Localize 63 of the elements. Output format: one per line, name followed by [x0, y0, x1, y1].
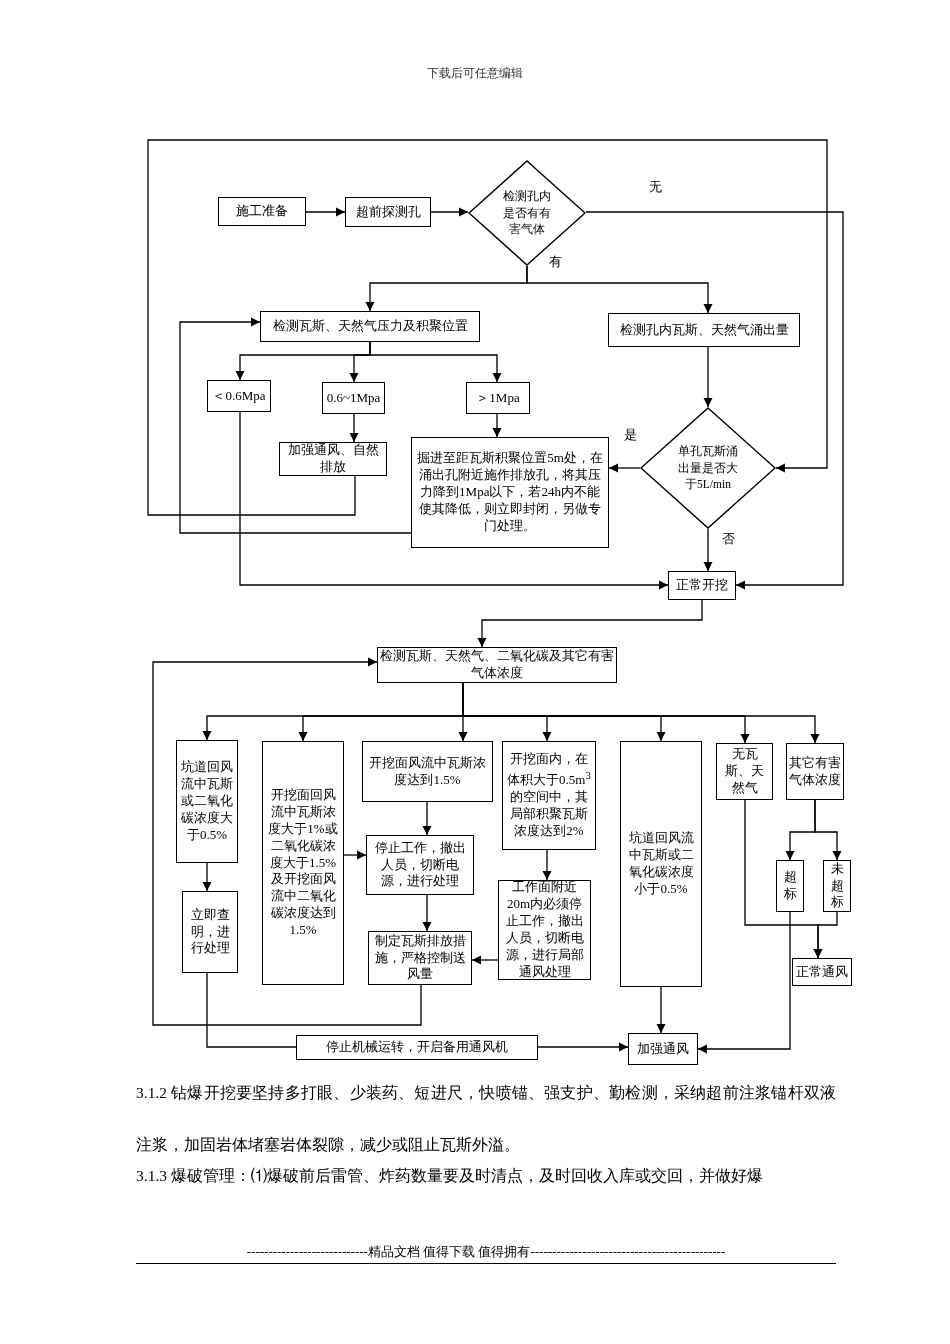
process-box: 加强通风、自然排放 [279, 442, 387, 476]
process-box: 开挖面风流中瓦斯浓度达到1.5% [362, 741, 493, 802]
process-box: 检测孔内瓦斯、天然气涌出量 [608, 313, 800, 347]
arrow [422, 894, 432, 932]
process-box: 制定瓦斯排放措施，严格控制送风量 [368, 931, 472, 985]
process-box: 立即查明，进行处理 [182, 891, 238, 973]
process-box: 其它有害气体浓度 [786, 743, 844, 800]
arrow [147, 139, 828, 516]
edge-label: 无 [647, 178, 664, 196]
arrow [305, 207, 346, 217]
arrow [349, 413, 359, 443]
process-box: 超标 [776, 860, 804, 912]
arrow [608, 463, 641, 473]
body-paragraph: 3.1.3 爆破管理：⑴爆破前后雷管、炸药数量要及时清点，及时回收入库或交回，并做好爆 [136, 1166, 764, 1186]
arrow [814, 799, 842, 861]
process-box: 停止机械运转，开启备用通风机 [296, 1035, 538, 1060]
arrow [152, 657, 422, 1026]
edge-label: 否 [720, 530, 737, 548]
arrow [369, 341, 502, 383]
process-box: 坑道回风流中瓦斯或二氧化碳浓度小于0.5% [620, 741, 702, 987]
arrow [343, 850, 367, 860]
process-box: 正常通风 [792, 958, 852, 986]
arrow [422, 801, 432, 836]
process-box: 坑道回风流中瓦斯或二氧化碳浓度大于0.5% [176, 740, 238, 863]
decision-diamond: 单孔瓦斯涌出量是否大于5L/min [640, 407, 776, 529]
arrow [239, 411, 669, 590]
process-box: 无瓦斯、天然气 [716, 743, 773, 800]
process-box: 开挖面内，在体积大于0.5m$^{3}$的空间中，其局部积聚瓦斯浓度达到2% [502, 741, 596, 850]
arrow [537, 1042, 629, 1052]
arrow [471, 955, 499, 965]
arrow [697, 911, 791, 1054]
arrow [656, 986, 666, 1034]
edge-label: 有 [547, 253, 564, 271]
process-box: 0.6~1Mpa [322, 382, 385, 414]
process-box: 加强通风 [628, 1033, 698, 1065]
page-header: 下载后可任意编辑 [426, 65, 524, 82]
process-box: 检测瓦斯、天然气、二氧化碳及其它有害气体浓度 [377, 647, 617, 683]
arrow [813, 911, 838, 959]
process-box: 掘进至距瓦斯积聚位置5m处，在涌出孔附近施作排放孔，将其压力降到1Mpa以下，若24h内不能使其降低，则立即封闭，另做专门处理。 [411, 437, 609, 548]
arrow [703, 528, 713, 572]
process-box: ＜0.6Mpa [207, 380, 271, 412]
process-box: 施工准备 [218, 197, 306, 226]
arrow [542, 849, 552, 881]
connector-line [206, 972, 297, 1048]
process-box: 检测瓦斯、天然气压力及积聚位置 [260, 311, 480, 342]
process-box: 超前探测孔 [345, 197, 431, 227]
process-box: 停止工作，撤出人员，切断电源，进行处理 [366, 835, 474, 895]
arrow [430, 207, 469, 217]
page-footer: ----------------------------精品文档 值得下载 值得拥有--------------------------------------------- [136, 1242, 836, 1262]
process-box: 正常开挖 [668, 571, 736, 600]
arrow [585, 211, 844, 590]
process-box: ＞1Mpa [466, 382, 530, 414]
arrow [179, 317, 412, 534]
arrow [492, 413, 502, 438]
body-paragraph: 3.1.2 钻爆开挖要坚持多打眼、少装药、短进尺，快喷锚、强支护、勤检测，采纳超前注浆锚杆双液注浆，加固岩体堵塞岩体裂隙，减少或阻止瓦斯外溢。 [136, 1083, 836, 1155]
process-box: 未超标 [823, 860, 851, 912]
process-box: 开挖面回风流中瓦斯浓度大于1%或二氧化碳浓度大于1.5%及开挖面风流中二氧化碳浓度达到1.5% [262, 741, 344, 985]
process-box: 工作面附近20m内必须停止工作，撤出人员，切断电源，进行局部通风处理 [498, 880, 591, 980]
edge-label: 是 [622, 426, 639, 444]
arrow [202, 862, 212, 892]
arrow [477, 599, 703, 648]
arrow [526, 265, 713, 314]
arrow [703, 346, 713, 408]
